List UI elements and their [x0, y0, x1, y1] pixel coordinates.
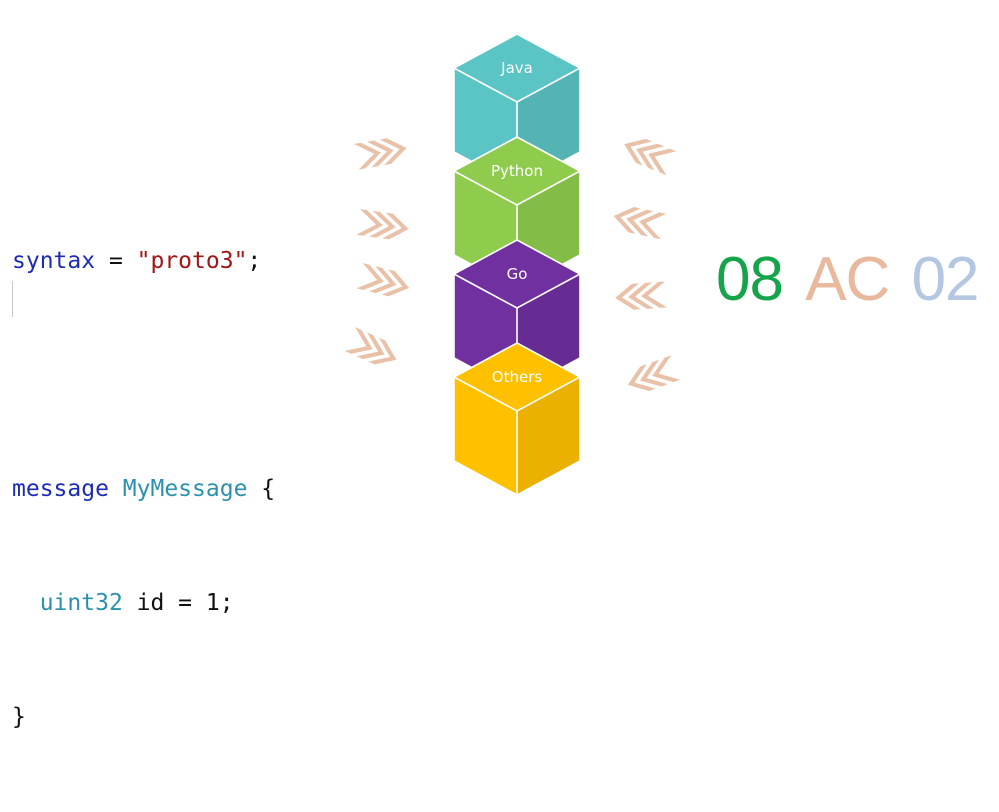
chevron	[368, 337, 397, 365]
chevron-left-arrow-icon	[615, 281, 667, 310]
cube-label: Go	[507, 265, 528, 283]
syntax-string: "proto3"	[136, 248, 248, 274]
byte-ac: AC	[805, 245, 890, 314]
semicolon: ;	[247, 248, 262, 274]
chevron	[626, 209, 654, 237]
field-type: uint32	[39, 590, 123, 616]
chevron	[628, 282, 654, 309]
chevron	[382, 212, 409, 240]
chevron-left-arrow-icon	[624, 138, 677, 176]
chevron	[379, 138, 407, 166]
open-brace: {	[247, 476, 276, 502]
encoded-bytes: 08 AC 02	[716, 244, 980, 315]
byte-08: 08	[716, 245, 784, 314]
message-name: MyMessage	[122, 476, 248, 502]
arrows-layer	[344, 138, 681, 391]
chevron-right-arrow-icon	[344, 327, 397, 365]
equals-operator: =	[95, 248, 137, 274]
chevron	[615, 283, 641, 310]
cube-right-face	[517, 377, 580, 495]
chevron	[369, 266, 397, 294]
code-line-message: message MyMessage {	[12, 470, 275, 508]
cube-outline	[453, 342, 581, 496]
chevron-left-arrow-icon	[627, 355, 681, 391]
byte-02: 02	[911, 245, 980, 314]
cube-left-face	[454, 377, 517, 495]
cube-label: Python	[491, 162, 543, 180]
cube-label: Others	[492, 368, 543, 386]
chevron-right-arrow-icon	[356, 263, 410, 297]
chevron	[636, 143, 665, 171]
chevron	[366, 140, 394, 168]
chevron	[639, 359, 668, 387]
code-line-field: uint32 id = 1;	[12, 584, 275, 622]
chevron-right-arrow-icon	[356, 209, 409, 240]
field-declaration: id = 1;	[122, 590, 234, 616]
code-line-close: }	[12, 698, 275, 736]
chevron	[354, 142, 381, 170]
chevron-right-arrow-icon	[354, 138, 407, 170]
syntax-keyword: syntax	[12, 248, 96, 274]
indent	[12, 590, 40, 616]
chevron	[639, 212, 667, 240]
chevron	[613, 206, 641, 234]
chevron	[356, 209, 383, 236]
chevron	[356, 332, 385, 360]
indent-guide	[12, 281, 13, 317]
chevron	[648, 148, 677, 176]
chevron	[381, 269, 410, 297]
chevron	[652, 355, 681, 383]
chevron	[344, 327, 373, 354]
chevron	[624, 138, 653, 166]
code-line-syntax: syntax = "proto3";	[12, 242, 275, 280]
cube-others: Others	[453, 342, 581, 496]
chevron	[356, 263, 384, 290]
chevron	[627, 364, 656, 391]
cube-label: Java	[500, 59, 533, 77]
chevron-left-arrow-icon	[613, 206, 667, 240]
chevron	[369, 210, 396, 238]
close-brace: }	[12, 704, 26, 730]
chevron	[641, 281, 667, 308]
message-keyword: message	[12, 476, 109, 502]
